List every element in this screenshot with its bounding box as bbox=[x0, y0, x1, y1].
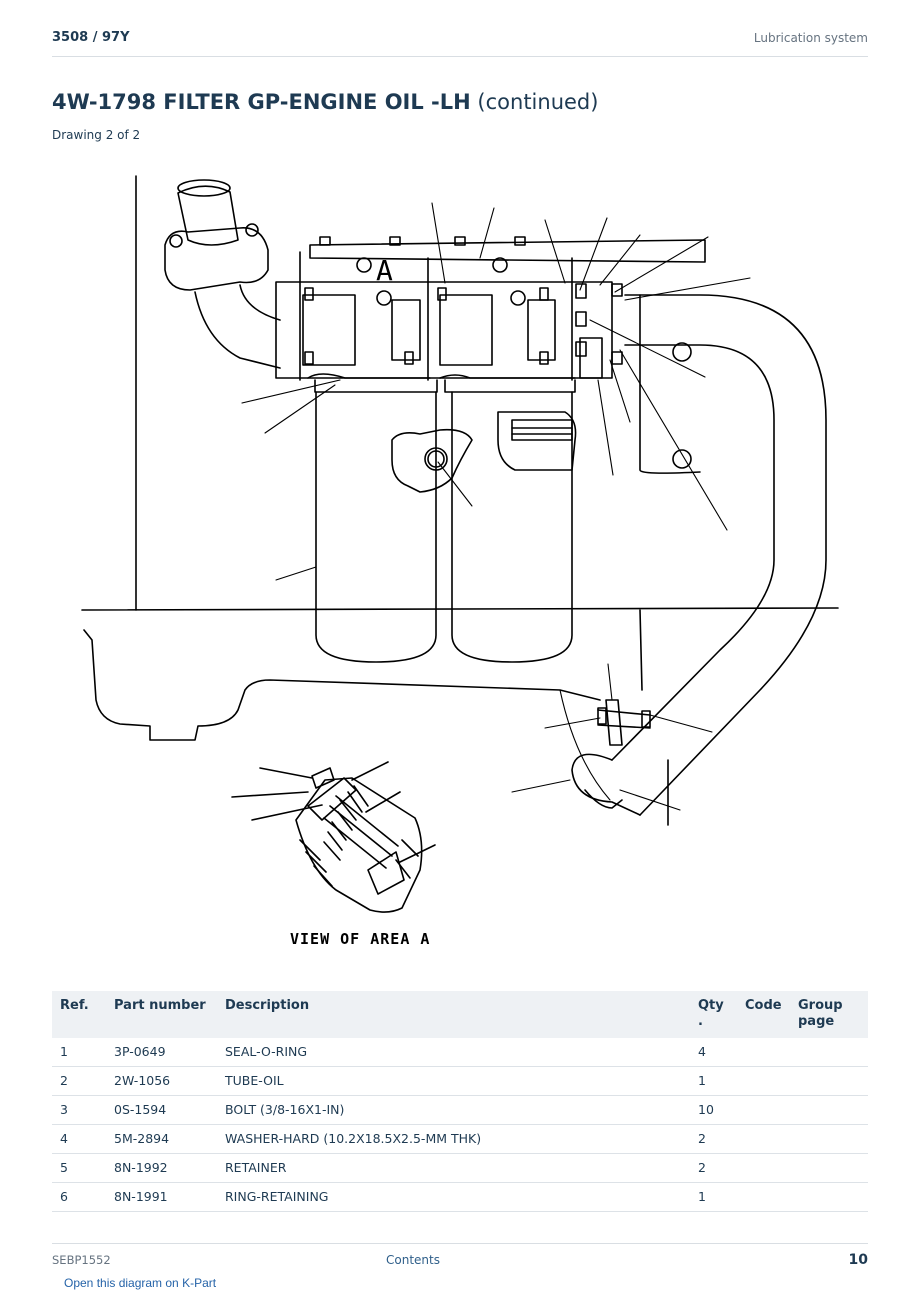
cell-part-number[interactable]: 3P-0649 bbox=[106, 1038, 217, 1067]
cell-description: BOLT (3/8-16X1-IN) bbox=[217, 1095, 690, 1125]
contents-link[interactable]: Contents bbox=[386, 1253, 440, 1267]
filter-canister-right bbox=[451, 391, 573, 663]
cell-qty: 2 bbox=[690, 1153, 737, 1183]
cell-ref: 2 bbox=[52, 1066, 106, 1096]
filter-canister-left bbox=[315, 391, 437, 663]
doc-id: SEBP1552 bbox=[52, 1253, 111, 1267]
parts-table-header: Ref. Part number Description Qty. Code G… bbox=[52, 991, 868, 1038]
area-a-marker: A bbox=[376, 254, 393, 287]
oil-pan-outline bbox=[83, 629, 601, 741]
cell-group-page bbox=[790, 1182, 868, 1212]
cell-part-number[interactable]: 0S-1594 bbox=[106, 1095, 217, 1125]
kpart-link[interactable]: Open this diagram on K-Part bbox=[64, 1276, 217, 1290]
model-label: 3508 / 97Y bbox=[52, 30, 130, 45]
cell-part-number[interactable]: 8N-1992 bbox=[106, 1153, 217, 1183]
parts-diagram: A VIEW OF AREA A bbox=[81, 175, 839, 948]
cell-group-page bbox=[790, 1038, 868, 1067]
view-area-a-detail bbox=[231, 761, 436, 913]
cell-code bbox=[737, 1182, 790, 1212]
section-label: Lubrication system bbox=[753, 31, 868, 45]
drawing-subtitle: Drawing 2 of 2 bbox=[52, 128, 141, 142]
base-line bbox=[81, 607, 839, 611]
right-vertical-line bbox=[639, 609, 669, 826]
cutaway-right bbox=[497, 411, 577, 471]
cell-group-page bbox=[790, 1095, 868, 1125]
view-area-label: VIEW OF AREA A bbox=[290, 930, 430, 948]
page-number: 10 bbox=[848, 1252, 868, 1268]
cell-code bbox=[737, 1038, 790, 1067]
cell-code bbox=[737, 1095, 790, 1125]
col-description: Description bbox=[217, 991, 690, 1038]
footer-divider bbox=[52, 1243, 868, 1244]
cell-qty: 1 bbox=[690, 1182, 737, 1212]
cell-qty: 4 bbox=[690, 1038, 737, 1067]
title-main: 4W-1798 FILTER GP-ENGINE OIL -LH bbox=[52, 90, 471, 114]
cell-description: SEAL-O-RING bbox=[217, 1038, 690, 1067]
cell-qty: 10 bbox=[690, 1095, 737, 1125]
cell-qty: 1 bbox=[690, 1066, 737, 1096]
cell-code bbox=[737, 1153, 790, 1183]
cell-group-page bbox=[790, 1124, 868, 1154]
cell-group-page bbox=[790, 1153, 868, 1183]
cell-part-number[interactable]: 2W-1056 bbox=[106, 1066, 217, 1096]
parts-table: Ref. Part number Description Qty. Code G… bbox=[52, 991, 868, 1212]
cell-ref: 6 bbox=[52, 1182, 106, 1212]
col-code: Code bbox=[737, 991, 790, 1038]
oil-tube bbox=[571, 294, 827, 816]
col-ref: Ref. bbox=[52, 991, 106, 1038]
inlet-elbow bbox=[164, 179, 281, 369]
cell-description: RETAINER bbox=[217, 1153, 690, 1183]
cell-description: RING-RETAINING bbox=[217, 1182, 690, 1212]
col-qty: Qty. bbox=[690, 991, 737, 1038]
cell-part-number[interactable]: 8N-1991 bbox=[106, 1182, 217, 1212]
cell-description: WASHER-HARD (10.2X18.5X2.5-MM THK) bbox=[217, 1124, 690, 1154]
cell-ref: 4 bbox=[52, 1124, 106, 1154]
cell-code bbox=[737, 1066, 790, 1096]
cell-ref: 1 bbox=[52, 1038, 106, 1067]
col-part-number: Part number bbox=[106, 991, 217, 1038]
cell-ref: 5 bbox=[52, 1153, 106, 1183]
page-title: 4W-1798 FILTER GP-ENGINE OIL -LH (contin… bbox=[52, 90, 598, 114]
title-suffix: (continued) bbox=[477, 90, 599, 114]
cell-code bbox=[737, 1124, 790, 1154]
tube-clamp bbox=[597, 699, 651, 746]
cell-description: TUBE-OIL bbox=[217, 1066, 690, 1096]
cutaway-left bbox=[391, 428, 473, 493]
cell-qty: 2 bbox=[690, 1124, 737, 1154]
page-header: 3508 / 97Y Lubrication system bbox=[52, 28, 868, 57]
cell-group-page bbox=[790, 1066, 868, 1096]
cell-ref: 3 bbox=[52, 1095, 106, 1125]
cell-part-number[interactable]: 5M-2894 bbox=[106, 1124, 217, 1154]
callout-leaders bbox=[241, 202, 751, 811]
